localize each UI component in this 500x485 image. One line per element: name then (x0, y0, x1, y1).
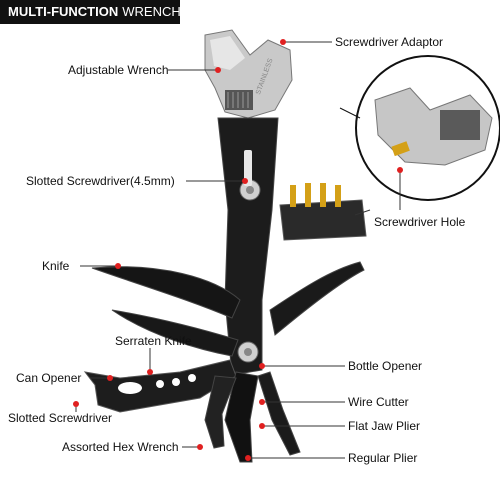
bit-4 (335, 185, 341, 207)
label-adjustable-wrench: Adjustable Wrench (68, 63, 169, 77)
label-slotted-screwdriver: Slotted Screwdriver (8, 411, 113, 425)
bit-holder (279, 183, 367, 241)
handle-logo (244, 150, 252, 186)
label-can-opener: Can Opener (16, 371, 82, 385)
can-opener-tool (83, 359, 237, 413)
hex-wrench-hole (118, 382, 142, 394)
label-screwdriver-adaptor: Screwdriver Adaptor (335, 35, 444, 49)
label-assorted-hex-wrench: Assorted Hex Wrench (62, 440, 179, 454)
label-bottle-opener: Bottle Opener (348, 359, 423, 373)
label-regular-plier: Regular Plier (348, 451, 418, 465)
serrated-knife (111, 309, 239, 357)
label-knife: Knife (42, 259, 70, 273)
knife-blade (91, 266, 241, 319)
bit-1 (290, 185, 296, 207)
adjustable-wrench-head: STAINLESS (204, 29, 293, 119)
wrench-worm-gear (225, 90, 253, 110)
title-bold: MULTI-FUNCTION (8, 4, 119, 19)
label-slotted-screwdriver-45: Slotted Screwdriver(4.5mm) (26, 174, 175, 188)
label-serraten-knife: Serraten Knife (115, 334, 192, 348)
callout-dots (73, 39, 403, 461)
title-normal: WRENCH (122, 4, 181, 19)
bit-3 (320, 183, 326, 207)
plier-handle-right (269, 261, 365, 336)
bit-2 (305, 183, 311, 207)
label-screwdriver-hole: Screwdriver Hole (374, 215, 466, 229)
plier-jaws (204, 371, 301, 463)
leader-lines (75, 41, 401, 459)
label-wire-cutter: Wire Cutter (348, 395, 409, 409)
screwdriver-hole-zoom (339, 55, 500, 201)
label-flat-jaw-plier: Flat Jaw Plier (348, 419, 421, 433)
